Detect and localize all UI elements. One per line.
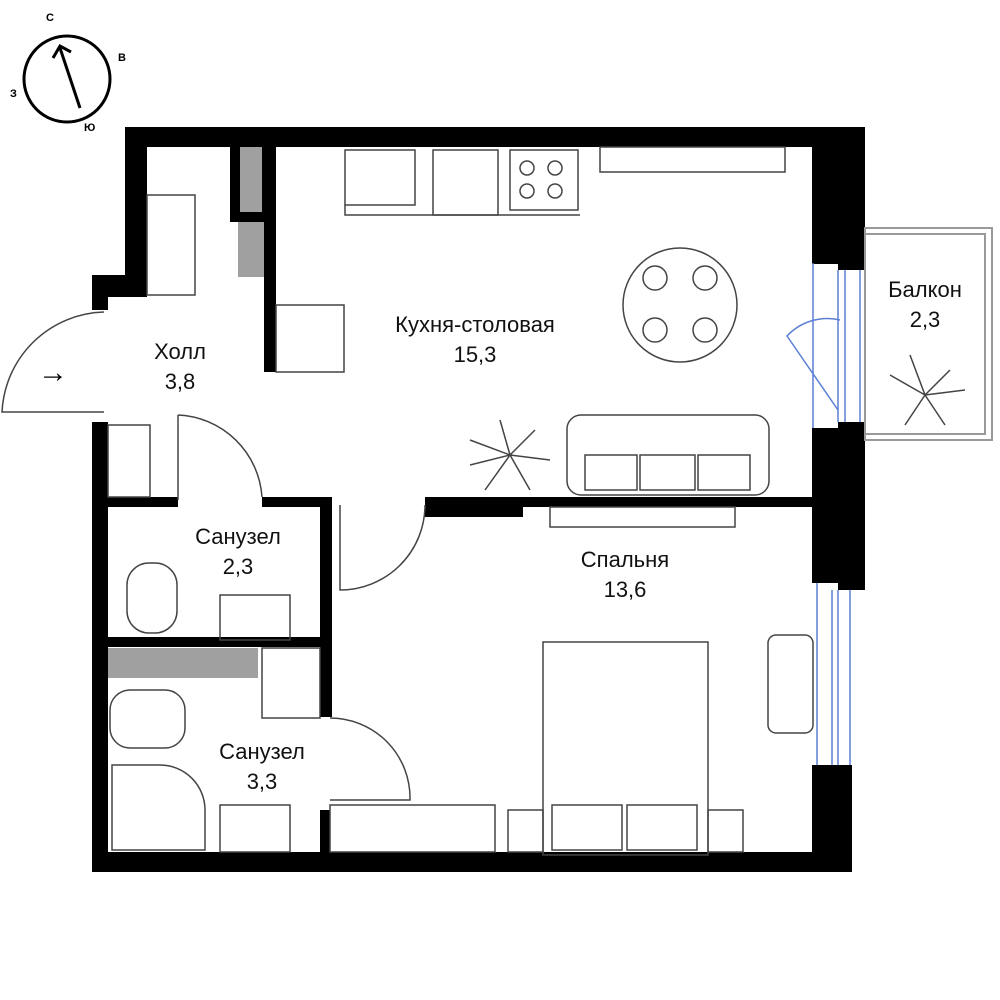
room-name: Кухня-столовая <box>395 312 555 337</box>
compass-icon <box>22 34 112 124</box>
washbasin-icon <box>219 804 291 853</box>
bed-icon <box>542 641 709 856</box>
room-name: Балкон <box>888 277 962 302</box>
room-area: 13,6 <box>603 577 647 602</box>
dining-table-icon <box>622 247 738 363</box>
shower-icon <box>111 764 206 851</box>
washbasin-icon <box>219 594 291 641</box>
room-name: Спальня <box>580 547 670 572</box>
room-area: 3,8 <box>164 369 196 394</box>
shaft <box>240 147 262 212</box>
sofa-icon <box>566 414 770 496</box>
shaft <box>238 222 264 277</box>
desk-icon <box>767 634 814 734</box>
room-area: 15,3 <box>453 342 497 367</box>
room-kitchen: Кухня-столовая 15,3 <box>395 310 555 370</box>
shaft <box>108 648 258 678</box>
doors <box>1 311 426 801</box>
room-balcony: Балкон 2,3 <box>888 275 962 335</box>
toilet-icon <box>109 689 186 749</box>
walls <box>92 127 865 872</box>
room-bathroom-1: Санузел 2,3 <box>195 522 281 582</box>
room-bathroom-2: Санузел 3,3 <box>219 737 305 797</box>
room-area: 2,3 <box>222 554 254 579</box>
wardrobe-icon <box>329 804 496 853</box>
tv-icon <box>599 146 786 173</box>
compass-west-label: З <box>10 88 17 100</box>
furniture <box>107 146 814 856</box>
wardrobe-icon <box>146 194 196 296</box>
fridge-icon <box>275 304 345 373</box>
room-name: Санузел <box>219 739 305 764</box>
entrance-arrow-icon: → <box>38 356 68 389</box>
windows <box>786 263 861 765</box>
room-area: 3,3 <box>246 769 278 794</box>
compass-south-label: Ю <box>84 122 96 134</box>
compass-north-label: С <box>46 12 54 24</box>
washing-machine-icon <box>261 647 321 719</box>
sink-icon <box>344 149 416 206</box>
plant-icon <box>469 354 966 491</box>
shoe-rack-icon <box>107 424 151 498</box>
room-hall: Холл 3,8 <box>154 337 206 397</box>
tv-icon <box>549 506 736 528</box>
toilet-icon <box>126 562 178 634</box>
balcony <box>864 227 993 441</box>
room-name: Санузел <box>195 524 281 549</box>
dishwasher-icon <box>432 149 499 216</box>
room-bedroom: Спальня 13,6 <box>581 545 669 605</box>
room-area: 2,3 <box>909 307 941 332</box>
room-name: Холл <box>154 339 206 364</box>
stove-icon <box>509 149 579 211</box>
compass-east-label: В <box>118 52 126 64</box>
